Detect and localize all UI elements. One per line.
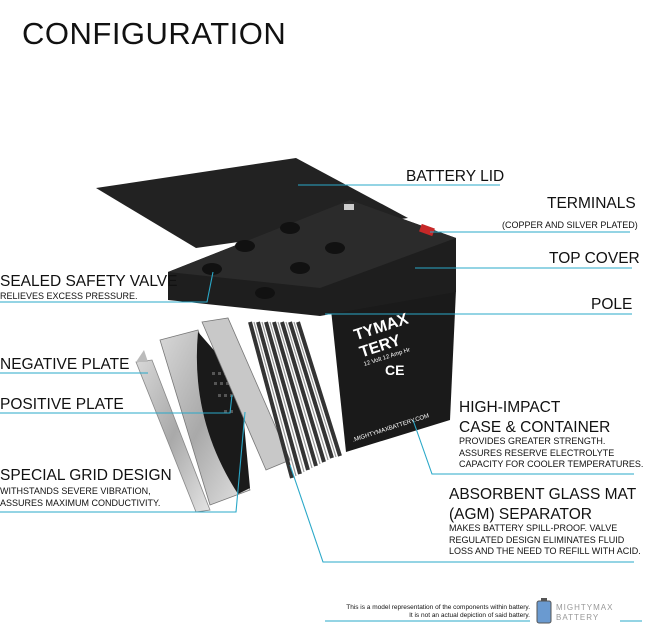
logo-line-2: BATTERY — [556, 613, 600, 622]
ce-mark: CE — [385, 362, 405, 378]
label-agm-1: ABSORBENT GLASS MAT — [449, 486, 637, 503]
agm-sub-line: REGULATED DESIGN ELIMINATES FLUID — [449, 534, 625, 545]
label-terminals-sub: (COPPER AND SILVER PLATED) — [502, 220, 638, 230]
case-sub-line: PROVIDES GREATER STRENGTH. — [459, 436, 606, 446]
label-negative-plate: NEGATIVE PLATE — [0, 356, 130, 373]
label-agm-2: (AGM) SEPARATOR — [449, 506, 592, 523]
label-safety-valve-sub: RELIEVES EXCESS PRESSURE. — [0, 291, 138, 301]
agm-sub-line: LOSS AND THE NEED TO REFILL WITH ACID. — [449, 546, 641, 556]
agm-sub-line: MAKES BATTERY SPILL-PROOF. VALVE — [449, 523, 618, 533]
label-battery-lid: BATTERY LID — [406, 168, 505, 185]
label-case-sub: PROVIDES GREATER STRENGTH. ASSURES RESER… — [459, 436, 643, 471]
terminal-silver — [344, 204, 354, 210]
label-grid-design: SPECIAL GRID DESIGN — [0, 467, 172, 484]
footer-disclaimer: This is a model representation of the co… — [346, 604, 530, 620]
label-safety-valve: SEALED SAFETY VALVE — [0, 273, 178, 290]
label-case-2: CASE & CONTAINER — [459, 419, 611, 436]
vent-caps — [202, 222, 345, 299]
logo-line-1: MIGHTYMAX — [556, 603, 614, 612]
disclaimer-line: This is a model representation of the co… — [346, 604, 530, 611]
label-case-1: HIGH-IMPACT — [459, 399, 561, 416]
label-top-cover: TOP COVER — [549, 250, 640, 267]
label-pole: POLE — [591, 296, 633, 313]
battery-case — [330, 290, 456, 452]
label-positive-plate: POSITIVE PLATE — [0, 396, 124, 413]
logo-battery-icon — [536, 600, 552, 624]
footer-logo: MIGHTYMAX BATTERY — [556, 603, 613, 623]
case-sub-line: ASSURES RESERVE ELECTROLYTE — [459, 447, 615, 458]
disclaimer-line: It is not an actual depiction of said ba… — [409, 612, 530, 619]
case-sub-line: CAPACITY FOR COOLER TEMPERATURES. — [459, 459, 644, 469]
grid-sub-line: WITHSTANDS SEVERE VIBRATION, — [0, 486, 151, 496]
label-grid-sub: WITHSTANDS SEVERE VIBRATION, ASSURES MAX… — [0, 486, 160, 509]
label-terminals: TERMINALS — [547, 195, 636, 212]
grid-sub-line: ASSURES MAXIMUM CONDUCTIVITY. — [0, 497, 161, 508]
label-agm-sub: MAKES BATTERY SPILL-PROOF. VALVE REGULAT… — [449, 523, 641, 558]
terminal-red — [419, 223, 435, 237]
page-title: CONFIGURATION — [22, 16, 287, 51]
callout-lines — [0, 184, 642, 622]
